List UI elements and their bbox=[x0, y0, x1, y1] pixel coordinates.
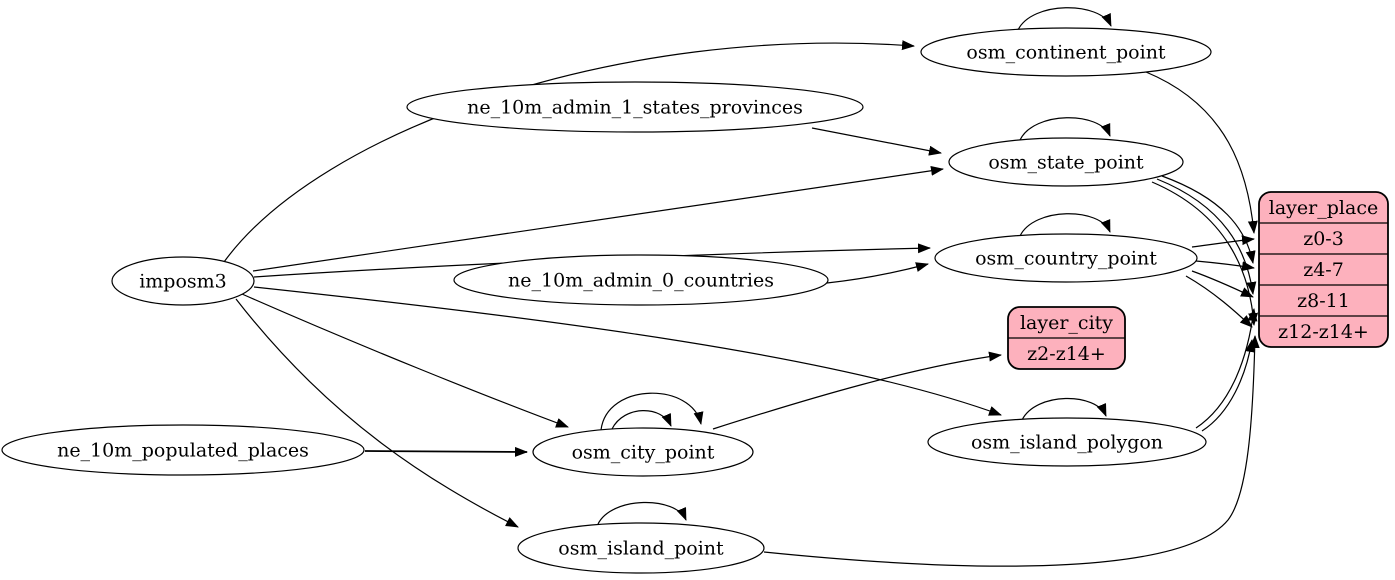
edge-osm_state_point-to-osm_state_point bbox=[1019, 117, 1111, 141]
node-shape-osm_continent_point bbox=[920, 27, 1212, 77]
node-shape-osm_island_point bbox=[517, 522, 765, 574]
node-shape-osm_island_polygon bbox=[927, 417, 1207, 467]
node-osm_island_point: osm_island_point bbox=[517, 522, 765, 574]
edge-ne_10m_admin_1_states_provinces-to-osm_state_point bbox=[811, 127, 942, 156]
record-row-layer_place-3: z8-11 bbox=[1297, 290, 1350, 312]
node-shape-osm_state_point bbox=[948, 137, 1184, 187]
edge-osm_country_point-to-layer_place-z0-3 bbox=[1191, 235, 1255, 248]
node-label-imposm3: imposm3 bbox=[139, 271, 227, 293]
edge-osm_city_point-to-layer_city-z2-z14 bbox=[712, 351, 1002, 430]
edge-osm_city_point-to-osm_city_point-inner-loop bbox=[611, 410, 672, 430]
node-label-osm_island_polygon: osm_island_polygon bbox=[971, 432, 1163, 454]
edge-osm_state_point-to-layer_place-z4-7 bbox=[1161, 175, 1256, 264]
node-label-osm_country_point: osm_country_point bbox=[975, 248, 1157, 270]
record-shape-layer_place bbox=[1258, 191, 1389, 348]
node-label-osm_state_point: osm_state_point bbox=[988, 152, 1144, 174]
record-layer_city: layer_city z2-z14+ bbox=[1007, 306, 1126, 370]
node-label-osm_island_point: osm_island_point bbox=[558, 538, 724, 560]
node-osm_island_polygon: osm_island_polygon bbox=[927, 417, 1207, 467]
edge-imposm3-to-osm_island_polygon bbox=[253, 286, 1002, 416]
node-label-osm_city_point: osm_city_point bbox=[572, 442, 715, 464]
edge-osm_island_polygon-to-osm_island_polygon bbox=[1021, 397, 1107, 421]
edge-osm_continent_point-to-layer_place-z0-3 bbox=[1145, 71, 1258, 234]
edge-osm_island_point-to-osm_island_point bbox=[597, 501, 687, 525]
edge-osm_continent_point-to-osm_continent_point bbox=[1017, 7, 1112, 31]
edge-osm_city_point-to-osm_city_point-outer-loop bbox=[600, 392, 704, 431]
node-osm_city_point: osm_city_point bbox=[532, 427, 754, 477]
node-label-ne_10m_populated_places: ne_10m_populated_places bbox=[57, 440, 309, 462]
edge-osm_country_point-to-layer_place-z4-7 bbox=[1195, 260, 1255, 272]
node-label-ne_10m_admin_0_countries: ne_10m_admin_0_countries bbox=[508, 270, 774, 292]
node-label-osm_continent_point: osm_continent_point bbox=[966, 42, 1166, 64]
node-osm_country_point: osm_country_point bbox=[934, 233, 1198, 283]
edge-imposm3-to-osm_island_point bbox=[235, 298, 519, 528]
edge-osm_island_polygon-to-layer_place-z8-11 bbox=[1195, 308, 1258, 429]
node-label-ne_10m_admin_1_states_provinces: ne_10m_admin_1_states_provinces bbox=[467, 97, 803, 119]
edge-osm_country_point-to-layer_place-z12-z14 bbox=[1185, 275, 1253, 328]
edge-ne_10m_admin_0_countries-to-osm_country_point bbox=[826, 262, 929, 284]
node-osm_state_point: osm_state_point bbox=[948, 137, 1184, 187]
node-shape-ne_10m_admin_1_states_provinces bbox=[406, 81, 864, 133]
node-ne_10m_admin_1_states_provinces: ne_10m_admin_1_states_provinces bbox=[406, 81, 864, 133]
node-shape-osm_country_point bbox=[934, 233, 1198, 283]
edge-osm_country_point-to-osm_country_point bbox=[1019, 213, 1111, 237]
edge-osm_island_point-to-layer_place-z12-z14 bbox=[763, 335, 1260, 567]
node-imposm3: imposm3 bbox=[111, 256, 255, 306]
edge-imposm3-to-osm_continent_point bbox=[223, 40, 915, 263]
node-shape-ne_10m_admin_0_countries bbox=[453, 254, 829, 306]
node-ne_10m_admin_0_countries: ne_10m_admin_0_countries bbox=[453, 254, 829, 306]
node-shape-ne_10m_populated_places bbox=[1, 424, 365, 476]
node-ne_10m_populated_places: ne_10m_populated_places bbox=[1, 424, 365, 476]
record-row-layer_place-1: z0-3 bbox=[1303, 228, 1344, 250]
node-shape-imposm3 bbox=[111, 256, 255, 306]
edge-osm_state_point-to-layer_place-z8-11 bbox=[1156, 178, 1257, 295]
record-row-layer_city-1: z2-z14+ bbox=[1027, 343, 1106, 365]
edge-imposm3-to-osm_city_point bbox=[241, 293, 569, 428]
record-row-layer_place-0: layer_place bbox=[1269, 197, 1378, 219]
edge-ne_10m_populated_places-to-osm_city_point bbox=[364, 446, 528, 457]
record-layer_place: layer_place z0-3 z4-7 z8-11 z12-z14+ bbox=[1258, 191, 1389, 348]
edge-imposm3-to-osm_state_point bbox=[252, 165, 944, 272]
edge-osm_island_polygon-to-layer_place-z12-z14 bbox=[1201, 339, 1255, 432]
edge-osm_state_point-to-layer_place-z12-z14 bbox=[1151, 181, 1259, 326]
record-row-layer_city-0: layer_city bbox=[1020, 312, 1113, 334]
node-osm_continent_point: osm_continent_point bbox=[920, 27, 1212, 77]
record-row-layer_place-2: z4-7 bbox=[1303, 259, 1344, 281]
record-row-layer_place-4: z12-z14+ bbox=[1278, 321, 1369, 343]
node-shape-osm_city_point bbox=[532, 427, 754, 477]
